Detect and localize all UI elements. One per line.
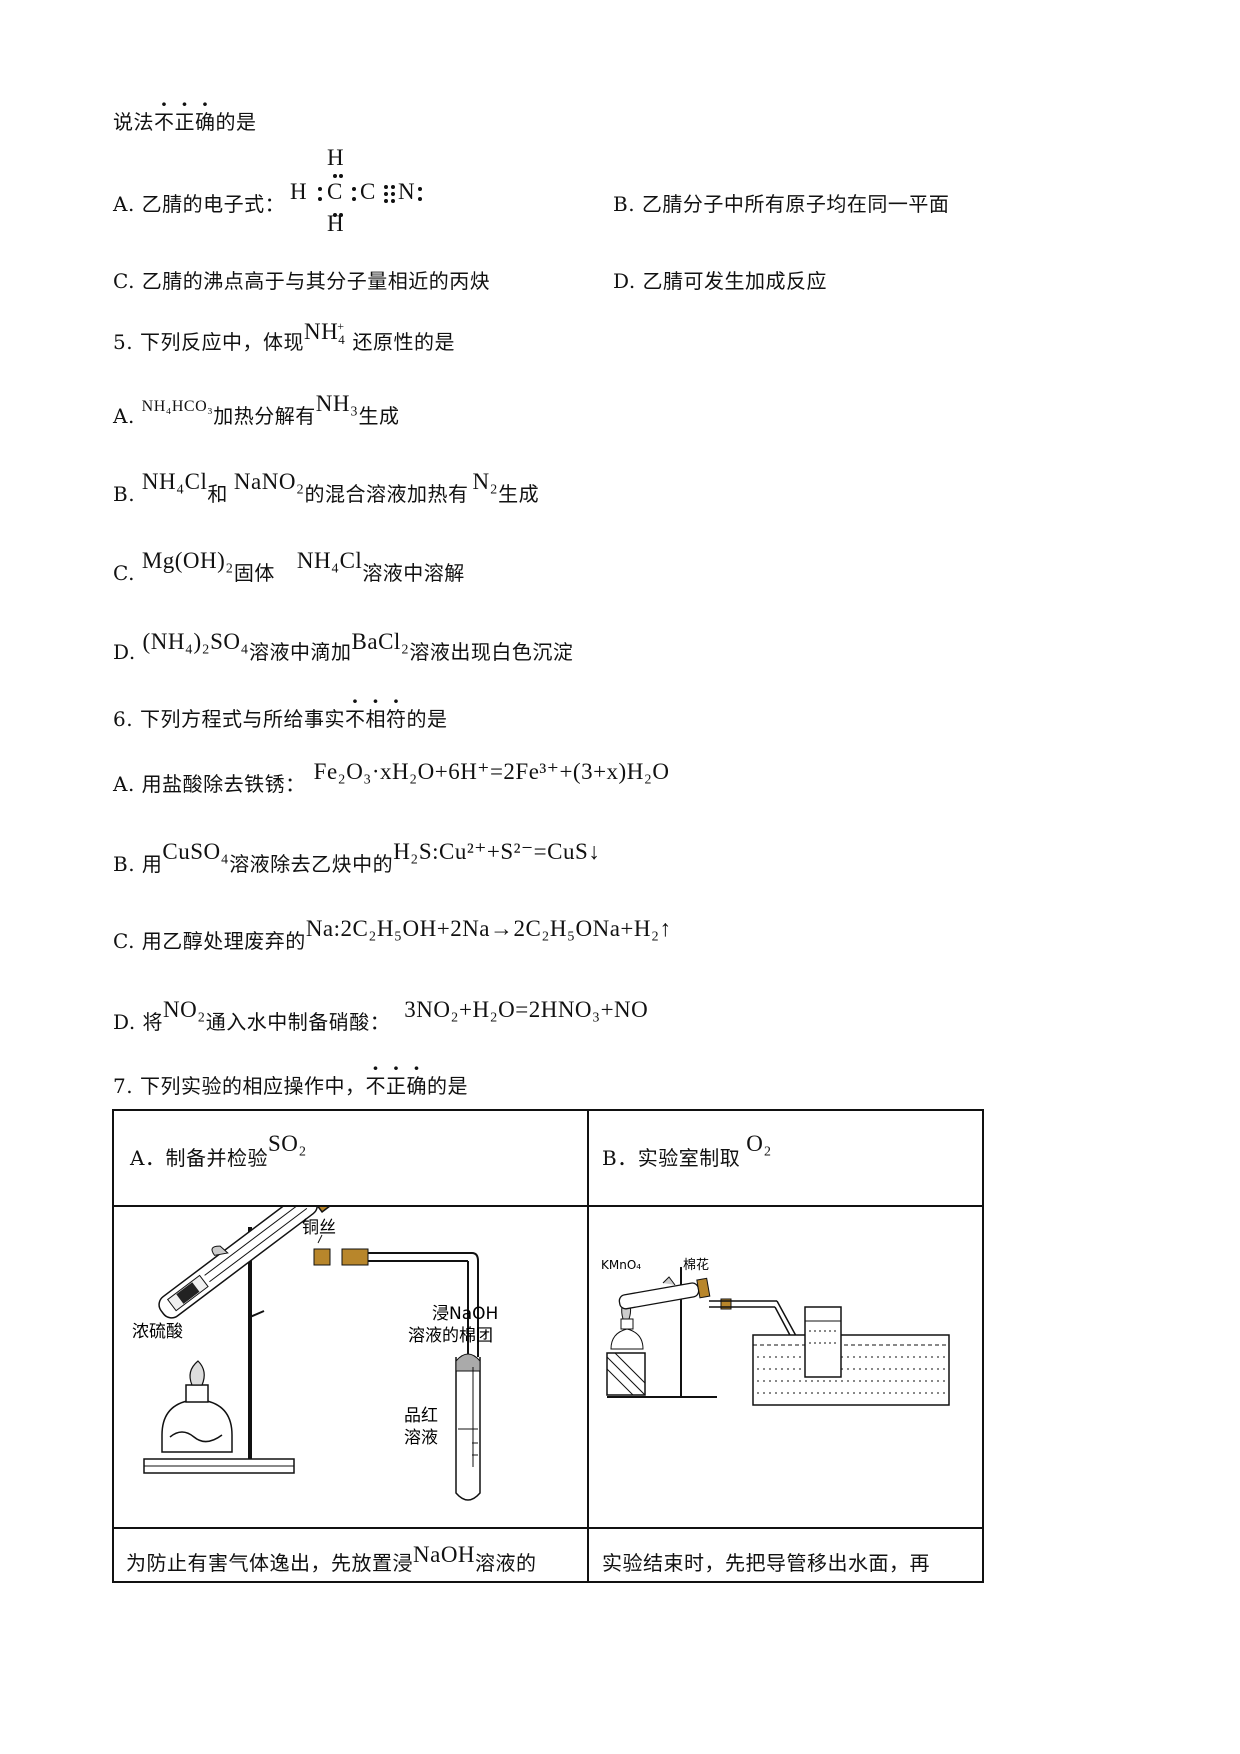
label-kmno4: KMnO₄ xyxy=(601,1258,641,1272)
q6-option-a: A. 用盐酸除去铁锈：Fe₂O₃·xH₂O+6H⁺=2Fe³⁺+(3+x)H₂O xyxy=(113,759,670,796)
q7-stem: 7. 下列实验的相应操作中，不正确的是 xyxy=(113,1070,468,1099)
table-footer-b: 实验结束时，先把导管移出水面，再 xyxy=(602,1551,930,1575)
so2-apparatus-diagram: 铜丝 浓硫酸 浸NaOH 溶液的棉团 品红 溶液 xyxy=(132,1207,498,1501)
label-magenta-2: 溶液 xyxy=(404,1428,438,1448)
q4-option-c: C. 乙腈的沸点高于与其分子量相近的丙炔 xyxy=(113,269,491,293)
label-magenta-1: 品红 xyxy=(404,1406,438,1426)
label-naoh-cotton-1: 浸NaOH xyxy=(432,1304,498,1324)
q5-stem: 5. 下列反应中，体现NH4+还原性的是 xyxy=(113,319,455,354)
table-header-b: B．实验室制取O₂ xyxy=(602,1131,772,1170)
table-header-a: A．制备并检验SO₂ xyxy=(130,1131,307,1170)
q5-option-d: D. (NH₄)₂SO₄溶液中滴加BaCl₂溶液出现白色沉淀 xyxy=(113,629,574,664)
q6-option-c: C. 用乙醇处理废弃的Na:2C₂H₅OH+2Na→2C₂H₅ONa+H₂↑ xyxy=(113,916,672,953)
q6-option-d: D. 将NO₂通入水中制备硝酸：3NO₂+H₂O=2HNO₃+NO xyxy=(113,997,649,1034)
q4-option-b: B. 乙腈分子中所有原子均在同一平面 xyxy=(613,192,950,216)
q5-option-a: A. NH₄HCO₃加热分解有NH₃生成 xyxy=(113,391,400,428)
label-conc-sulfuric-acid: 浓硫酸 xyxy=(132,1322,183,1342)
table-footer-a: 为防止有害气体逸出，先放置浸NaOH溶液的 xyxy=(126,1542,537,1575)
label-naoh-cotton-2: 溶液的棉团 xyxy=(408,1326,493,1346)
q6-option-b: B. 用CuSO₄溶液除去乙炔中的H₂S:Cu²⁺+S²⁻=CuS↓ xyxy=(113,839,601,876)
q6-stem: 6. 下列方程式与所给事实不相符的是 xyxy=(113,703,447,732)
q4-option-d: D. 乙腈可发生加成反应 xyxy=(613,269,828,293)
label-copper-wire: 铜丝 xyxy=(302,1218,336,1238)
experiment-table: A．制备并检验SO₂ B．实验室制取O₂ xyxy=(112,1109,984,1583)
o2-apparatus-diagram: KMnO₄ 棉花 xyxy=(601,1257,950,1406)
q4-option-a-label: A. 乙腈的电子式： xyxy=(113,192,286,216)
acetonitrile-electron-formula: H H C C N H xyxy=(290,145,440,236)
label-cotton: 棉花 xyxy=(683,1257,709,1273)
intro-line: 说法不正确的是 xyxy=(113,106,257,135)
